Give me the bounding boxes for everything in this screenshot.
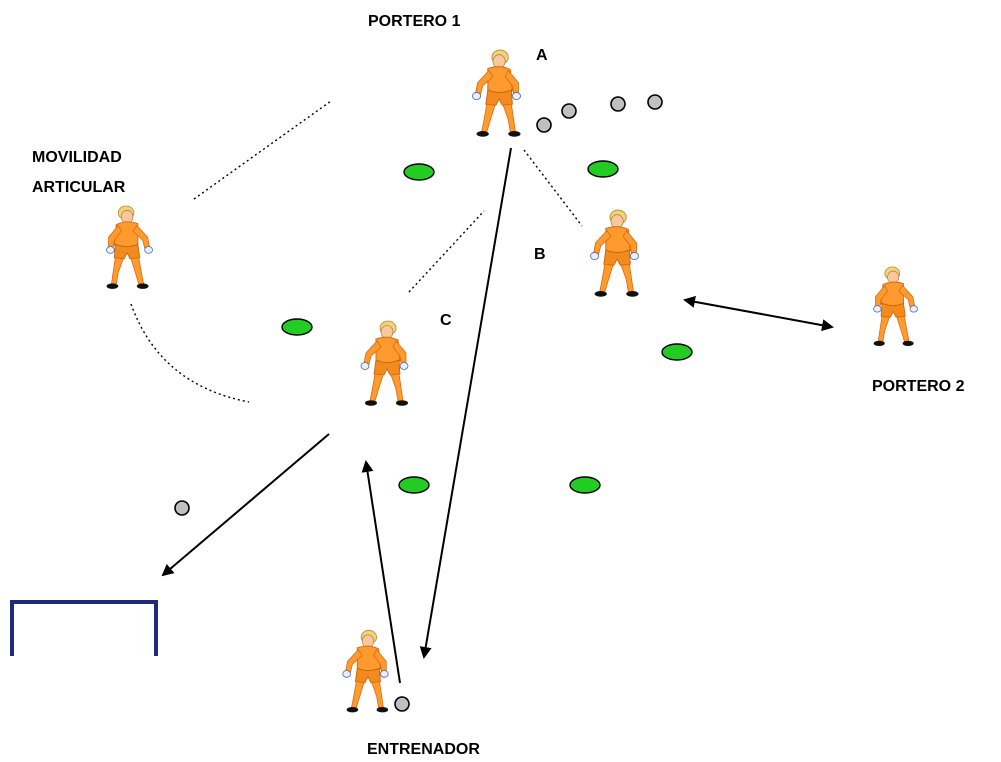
balls	[174, 94, 663, 712]
label-movilidad-line1: MOVILIDAD	[32, 149, 122, 166]
goalkeeper-figure-icon	[342, 629, 389, 713]
goal-frame-icon	[10, 600, 158, 656]
arrow-b-portero2-double	[683, 295, 834, 332]
arrows	[161, 147, 834, 684]
cones	[281, 160, 693, 494]
goalkeeper-figure-icon	[360, 320, 409, 407]
cone-marker-icon	[587, 160, 619, 178]
goalkeeper-figure-icon	[106, 205, 153, 290]
goalkeeper-figure-icon	[471, 49, 522, 138]
label-portero1: PORTERO 1	[368, 13, 461, 30]
labels: PORTERO 1 A MOVILIDAD ARTICULAR B C PORT…	[32, 13, 965, 758]
dotted-curve-movilidad-c	[130, 303, 250, 403]
label-station-c: C	[440, 312, 452, 329]
ball-icon	[536, 117, 552, 133]
goalkeeper-figure-icon	[589, 209, 640, 298]
dotted-line-a-b	[523, 149, 583, 227]
label-portero2: PORTERO 2	[872, 378, 965, 395]
cone-marker-icon	[403, 163, 435, 181]
label-station-b: B	[534, 246, 546, 263]
label-entrenador: ENTRENADOR	[367, 741, 480, 758]
ball-icon	[561, 103, 577, 119]
cone-marker-icon	[281, 318, 313, 336]
label-station-a: A	[536, 47, 548, 64]
ball-icon	[394, 696, 410, 712]
dotted-line-movilidad-portero1	[193, 100, 332, 200]
arrow-c-to-goal	[161, 433, 330, 577]
dotted-lines	[130, 100, 583, 403]
cone-marker-icon	[569, 476, 601, 494]
ball-icon	[610, 96, 626, 112]
ball-icon	[174, 500, 190, 516]
cone-marker-icon	[661, 343, 693, 361]
label-movilidad-line2: ARTICULAR	[32, 179, 126, 196]
arrow-a-to-entrenador	[419, 147, 512, 659]
ball-icon	[647, 94, 663, 110]
goalkeeper-figure-icon	[873, 266, 918, 347]
cone-marker-icon	[398, 476, 430, 494]
dotted-line-c-a	[408, 210, 485, 293]
arrow-entrenador-to-c	[361, 460, 401, 684]
goalkeepers	[106, 49, 918, 713]
